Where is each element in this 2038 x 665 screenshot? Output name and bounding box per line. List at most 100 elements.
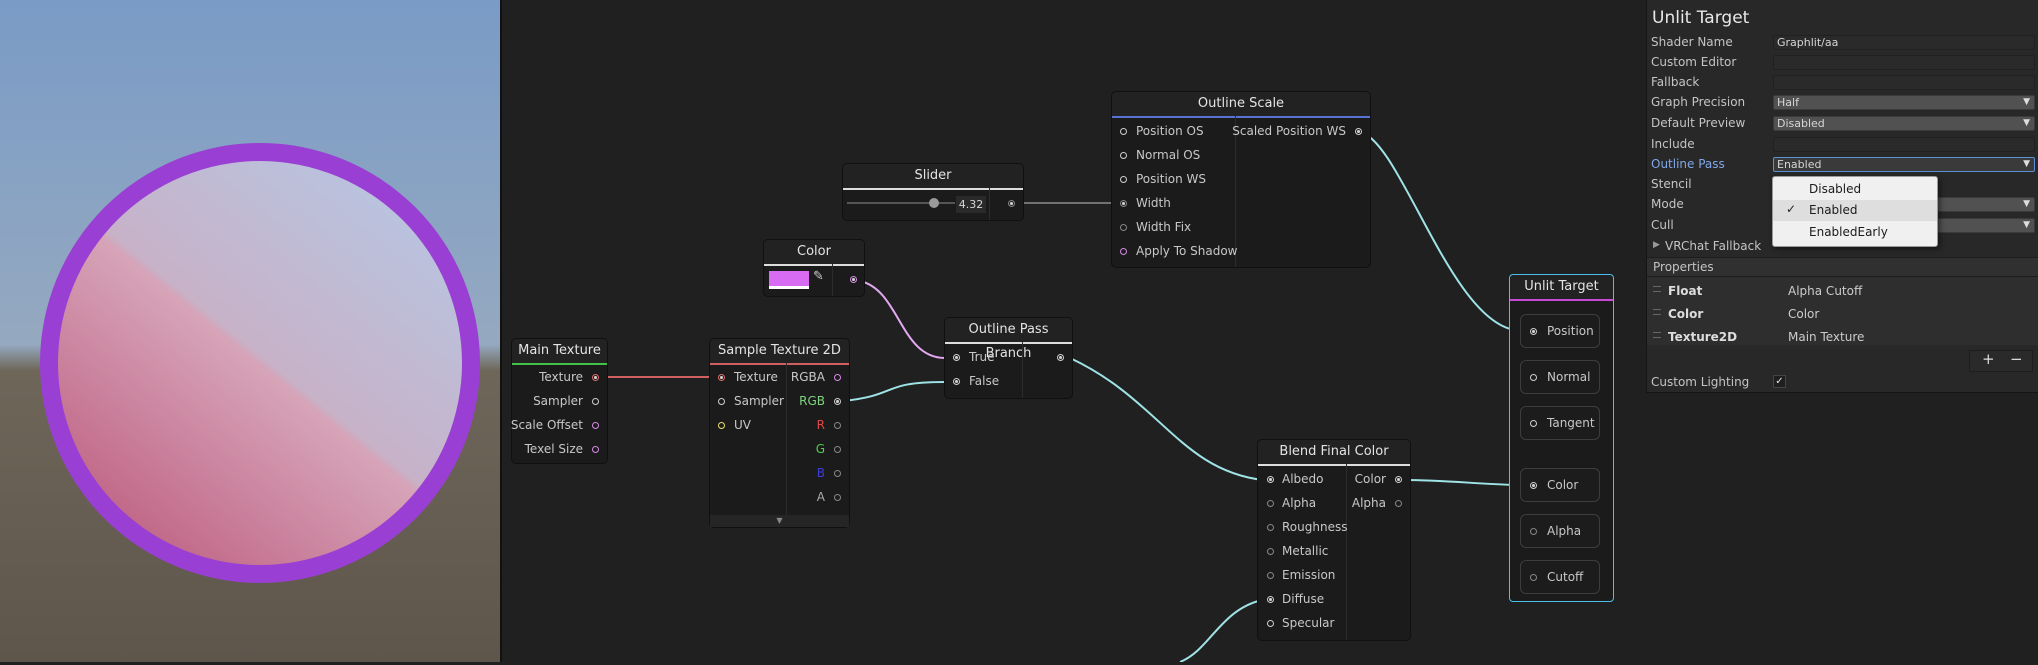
unlit-slot-alpha[interactable]: Alpha (1520, 514, 1600, 548)
chevron-down-icon: ▼ (2023, 220, 2030, 230)
property-name[interactable]: Alpha Cutoff (1788, 284, 1863, 298)
sample-texture-2d-node[interactable]: Sample Texture 2D Texture Sampler UV RGB… (710, 339, 849, 527)
unlit-slot-position[interactable]: Position (1520, 314, 1600, 348)
port-dot[interactable] (953, 378, 960, 385)
port-label: Sampler (734, 394, 784, 408)
include-field[interactable] (1773, 137, 2035, 152)
port-dot[interactable] (592, 422, 599, 429)
port-dot[interactable] (1120, 200, 1127, 207)
port-dot[interactable] (1530, 420, 1537, 427)
port-dot[interactable] (953, 354, 960, 361)
eyedropper-icon[interactable]: ✎ (813, 269, 824, 284)
port-label: R (816, 418, 825, 432)
unlit-slot-tangent[interactable]: Tangent (1520, 406, 1600, 440)
port-dot[interactable] (1530, 328, 1537, 335)
port-label: Normal OS (1136, 148, 1201, 162)
shader-name-field[interactable]: Graphlit/aa (1773, 35, 2035, 50)
port-label: Texel Size (524, 442, 583, 456)
port-dot[interactable] (592, 446, 599, 453)
node-title: Outline Scale (1112, 92, 1370, 118)
port-dot[interactable] (1120, 176, 1127, 183)
node-title: Main Texture (512, 339, 607, 365)
port-dot[interactable] (1267, 476, 1274, 483)
property-type: Color (1668, 307, 1704, 321)
vrchat-fallback-foldout[interactable]: VRChat Fallback (1665, 239, 1762, 253)
port-dot[interactable] (1530, 374, 1537, 381)
fallback-field[interactable] (1773, 75, 2035, 90)
port-dot[interactable] (718, 422, 725, 429)
outline-pass-menu: Disabled Enabled ✓ EnabledEarly (1772, 176, 1938, 247)
port-dot[interactable] (592, 374, 599, 381)
port-dot[interactable] (1267, 596, 1274, 603)
menu-item-enabled-early[interactable]: EnabledEarly (1809, 225, 1888, 239)
port-dot[interactable] (592, 398, 599, 405)
outline-pass-dropdown[interactable]: Enabled▼ (1773, 157, 2035, 172)
foldout-arrow-icon[interactable]: ▶ (1653, 240, 1660, 250)
menu-item-disabled[interactable]: Disabled (1809, 182, 1862, 196)
port-dot[interactable] (1120, 248, 1127, 255)
port-label: Position OS (1136, 124, 1204, 138)
port-dot[interactable] (1057, 354, 1064, 361)
slider-thumb[interactable] (929, 198, 939, 208)
slider-value-field[interactable]: 4.32 (955, 195, 987, 214)
port-dot[interactable] (834, 398, 841, 405)
custom-editor-field[interactable] (1773, 55, 2035, 70)
port-label: Alpha (1282, 496, 1317, 510)
color-node[interactable]: Color ✎ (764, 240, 864, 296)
port-dot[interactable] (834, 446, 841, 453)
outline-scale-node[interactable]: Outline Scale Position OS Normal OS Posi… (1112, 92, 1370, 267)
graph-precision-dropdown[interactable]: Half▼ (1773, 95, 2035, 110)
port-label: Tangent (1547, 416, 1595, 430)
fallback-label: Fallback (1651, 75, 1700, 89)
port-dot[interactable] (718, 374, 725, 381)
port-dot[interactable] (1395, 476, 1402, 483)
port-dot[interactable] (1267, 572, 1274, 579)
port-dot[interactable] (1530, 528, 1537, 535)
unlit-slot-normal[interactable]: Normal (1520, 360, 1600, 394)
port-dot[interactable] (1008, 200, 1015, 207)
drag-handle-icon[interactable] (1653, 332, 1661, 338)
port-dot[interactable] (1120, 128, 1127, 135)
port-label: Emission (1282, 568, 1336, 582)
remove-property-button[interactable]: − (2010, 350, 2023, 368)
port-dot[interactable] (834, 494, 841, 501)
drag-handle-icon[interactable] (1653, 286, 1661, 292)
port-dot[interactable] (834, 470, 841, 477)
scene-preview (0, 0, 500, 662)
port-label: Albedo (1282, 472, 1324, 486)
port-label: Roughness (1282, 520, 1348, 534)
default-preview-dropdown[interactable]: Disabled▼ (1773, 116, 2035, 131)
unlit-slot-cutoff[interactable]: Cutoff (1520, 560, 1600, 594)
port-dot[interactable] (1267, 524, 1274, 531)
port-dot[interactable] (1530, 574, 1537, 581)
outline-pass-label: Outline Pass (1651, 157, 1725, 171)
port-dot[interactable] (1395, 500, 1402, 507)
port-dot[interactable] (1267, 548, 1274, 555)
chevron-down-icon: ▼ (2023, 199, 2030, 209)
port-dot[interactable] (1267, 620, 1274, 627)
main-texture-node[interactable]: Main Texture Texture Sampler Scale Offse… (511, 339, 607, 463)
port-dot[interactable] (834, 422, 841, 429)
outline-pass-branch-node[interactable]: Outline Pass Branch True False (945, 318, 1072, 398)
unlit-slot-color[interactable]: Color (1520, 468, 1600, 502)
port-dot[interactable] (1120, 224, 1127, 231)
port-dot[interactable] (718, 398, 725, 405)
menu-item-enabled[interactable]: Enabled (1809, 203, 1858, 217)
color-swatch[interactable] (769, 271, 809, 289)
port-dot[interactable] (1530, 482, 1537, 489)
drag-handle-icon[interactable] (1653, 309, 1661, 315)
port-dot[interactable] (1355, 128, 1362, 135)
property-name[interactable]: Color (1788, 307, 1820, 321)
port-dot[interactable] (834, 374, 841, 381)
add-property-button[interactable]: + (1982, 350, 1995, 368)
custom-lighting-checkbox[interactable]: ✓ (1773, 375, 1786, 388)
port-dot[interactable] (1120, 152, 1127, 159)
inspector-title: Unlit Target (1652, 8, 1750, 28)
slider-track[interactable] (847, 202, 957, 204)
property-name[interactable]: Main Texture (1788, 330, 1865, 344)
port-dot[interactable] (1267, 500, 1274, 507)
collapse-chevron-icon[interactable]: ▼ (710, 515, 849, 527)
slider-node[interactable]: Slider 4.32 (843, 164, 1023, 220)
port-dot[interactable] (850, 276, 857, 283)
blend-final-color-node[interactable]: Blend Final Color Albedo Alpha Roughness… (1258, 440, 1410, 640)
